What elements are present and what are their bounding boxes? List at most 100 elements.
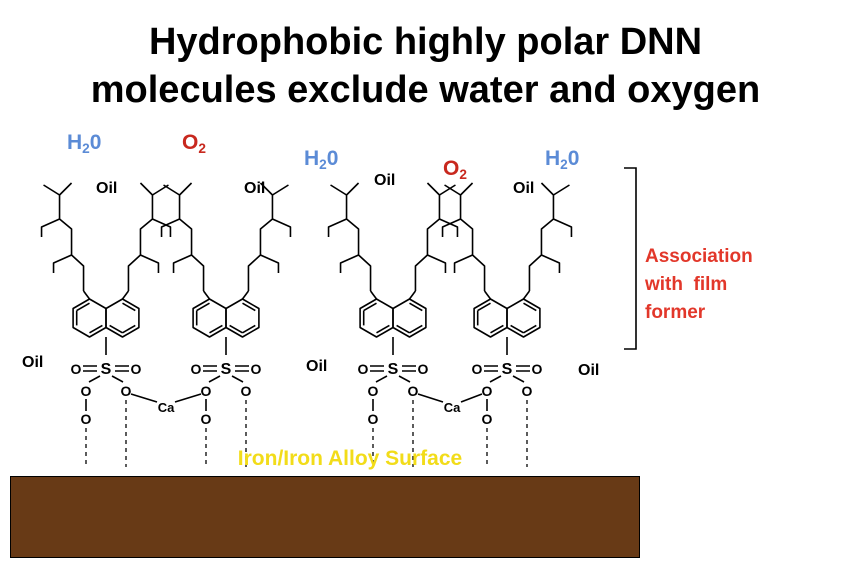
naphthalene-ring [225,298,260,338]
sulfur-oxygen-bond [489,375,502,383]
calcium-bond [460,393,483,403]
alkyl-branch [339,254,359,273]
alkyl-branch [152,218,172,237]
double-bond [523,302,537,312]
chain-attachment [522,290,531,300]
oxygen-atom: O [71,361,82,377]
naphthalene-ring [72,298,107,338]
double-bond [477,302,491,312]
iron-surface-block [10,476,640,558]
alkyl-branch [441,218,461,237]
alkyl-branch [453,254,473,273]
sulfur-atom: S [221,361,232,378]
chain-attachment [121,290,130,300]
oxygen-atom: O [201,411,212,427]
naphthalene-ring [473,298,508,338]
sulfur-oxygen-bond [111,375,124,383]
alkyl-branch [172,254,192,273]
alkyl-branch [427,254,447,273]
sulfonyl-double-bond [484,365,498,372]
dnn-molecules-group [40,182,573,467]
double-bond [196,302,210,312]
alkyl-branch [163,184,180,196]
chain-attachment [82,290,91,300]
double-bond [109,324,123,334]
alkyl-branch [330,184,347,196]
sulfur-atom: S [502,361,513,378]
oxygen-atom: O [482,383,493,399]
alkyl-branch [444,184,461,196]
naphthalene-ring [105,298,140,338]
oil-label: Oil [513,180,535,197]
alkyl-chain [345,182,372,291]
alkyl-branch [52,254,72,273]
calcium-atom: Ca [444,400,461,415]
sulfur-atom: S [388,361,399,378]
chain-attachment [408,290,417,300]
oxygen-atom: O [418,361,429,377]
oxygen-atom: O [368,383,379,399]
double-bond [409,302,423,312]
naphthalene-ring [192,298,227,338]
double-bond [363,302,377,312]
chain-attachment [241,290,250,300]
double-bond [510,324,524,334]
calcium-atom: Ca [158,400,175,415]
alkyl-branch [439,218,459,237]
sulfur-oxygen-bond [512,375,525,383]
double-bond [409,324,423,334]
calcium-bond [174,393,202,403]
oil-label: Oil [578,362,600,379]
double-bond [229,324,243,334]
chain-attachment [483,290,492,300]
double-bond [209,324,223,334]
double-bond [122,302,136,312]
diagram-title-line-1: Hydrophobic highly polar DNN [148,21,703,63]
oxygen-atom: O [81,383,92,399]
oxygen-atom: O [241,383,252,399]
double-bond [89,324,103,334]
calcium-bond [417,393,444,403]
oil-label: Oil [306,358,328,375]
oxygen-atom: O [251,361,262,377]
sulfur-oxygen-bond [231,375,244,383]
oil-label: Oil [244,180,266,197]
alkyl-branch [260,254,280,273]
chain-attachment [369,290,378,300]
chain-attachment [202,290,211,300]
water-label: H20 [304,147,339,173]
sulfonyl-double-bond [83,365,97,372]
oil-label: Oil [374,172,396,189]
water-label: H20 [67,131,102,157]
alkyl-chain [247,182,274,291]
sulfonyl-double-bond [235,365,249,372]
sulfur-atom: S [101,361,112,378]
oxygen-atom: O [191,361,202,377]
alkyl-branch [272,218,292,237]
annotation-line: Association [645,246,753,267]
sulfur-oxygen-bond [375,375,388,383]
oxygen-atom: O [408,383,419,399]
association-bracket [624,167,637,350]
naphthalene-ring [506,298,541,338]
calcium-bond [130,393,158,403]
alkyl-chain [528,182,555,291]
naphthalene-ring [359,298,394,338]
double-bond [242,324,256,334]
oxygen-atom: O [121,383,132,399]
double-bond [242,302,256,312]
alkyl-chain [459,182,486,291]
alkyl-branch [43,184,60,196]
oxygen-atom: O [472,361,483,377]
oxygen-atom: O [368,411,379,427]
double-bond [396,324,410,334]
oxygen-atom: O [532,361,543,377]
alkyl-branch [553,184,570,196]
water-label: H20 [545,147,580,173]
alkyl-chain [58,182,85,291]
association-annotation: Association with film former [645,243,845,327]
annotation-line: former [645,302,706,323]
alkyl-branch [439,184,456,196]
